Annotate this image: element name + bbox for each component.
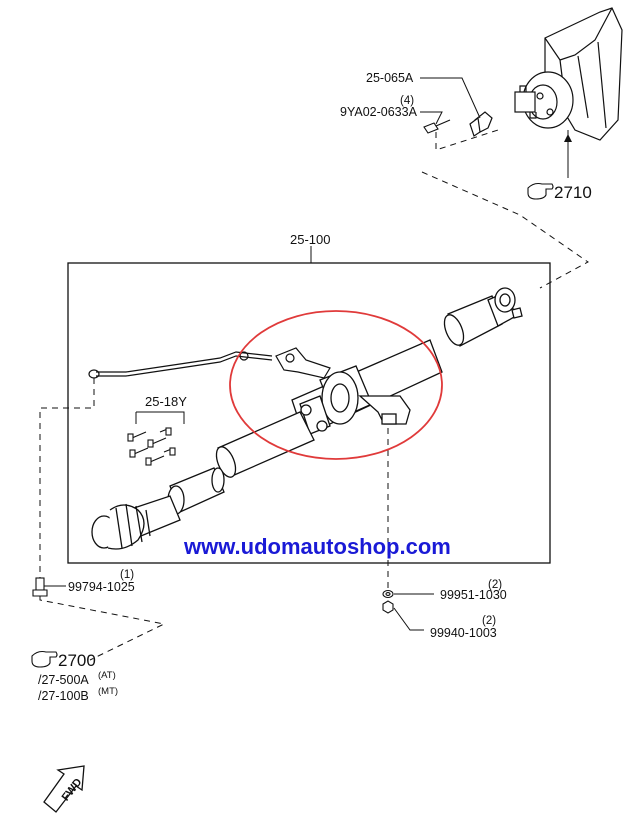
fwd-arrow-icon (43, 765, 85, 813)
label-joint-kit: 25-18Y (145, 394, 187, 409)
pointing-hand-icon (31, 650, 58, 668)
label-main-assembly: 25-100 (290, 232, 330, 247)
label-ref-2710: 2710 (554, 183, 592, 202)
label-bolt: 9YA02-0633A (340, 105, 418, 119)
pointing-hand-icon (527, 182, 554, 200)
label-nut-qty: (2) (482, 615, 496, 627)
washer-nut-leaders (393, 593, 434, 631)
front-shaft (91, 411, 315, 550)
label-ref-27-500a: /27-500A (38, 673, 89, 687)
label-washer: 99951-1030 (440, 588, 507, 602)
clamp-part (469, 111, 493, 137)
label-mt: (MT) (98, 686, 118, 697)
label-ref-27-100b: /27-100B (38, 689, 89, 703)
washer-part (382, 589, 394, 599)
highlight-circle (229, 310, 443, 460)
label-at: (AT) (98, 670, 116, 681)
dashed-connectors-bottom (39, 378, 389, 661)
arrow-to-transmission (564, 134, 572, 142)
assembly-frame (67, 262, 551, 564)
label-screw-qty: (1) (120, 569, 134, 581)
bracket-arm (275, 347, 331, 379)
label-nut: 99940-1003 (430, 626, 497, 640)
label-clamp: 25-065A (366, 71, 414, 85)
label-screw: 99794-1025 (68, 580, 135, 594)
screw-part (32, 577, 48, 597)
bolt-part (423, 119, 451, 134)
center-bearing (299, 365, 411, 435)
label-ref-2700: 2700 (58, 651, 96, 670)
label-washer-qty: (2) (488, 579, 502, 591)
transmission-housing (514, 7, 623, 141)
nut-part (382, 600, 394, 614)
joint-bolt-set (127, 427, 176, 466)
watermark-text: www.udomautoshop.com (183, 534, 451, 559)
ground-cable (88, 351, 273, 379)
joint-kit-leaders (135, 411, 185, 424)
label-bolt-qty: (4) (400, 95, 414, 107)
dashed-connectors-top (421, 129, 589, 289)
